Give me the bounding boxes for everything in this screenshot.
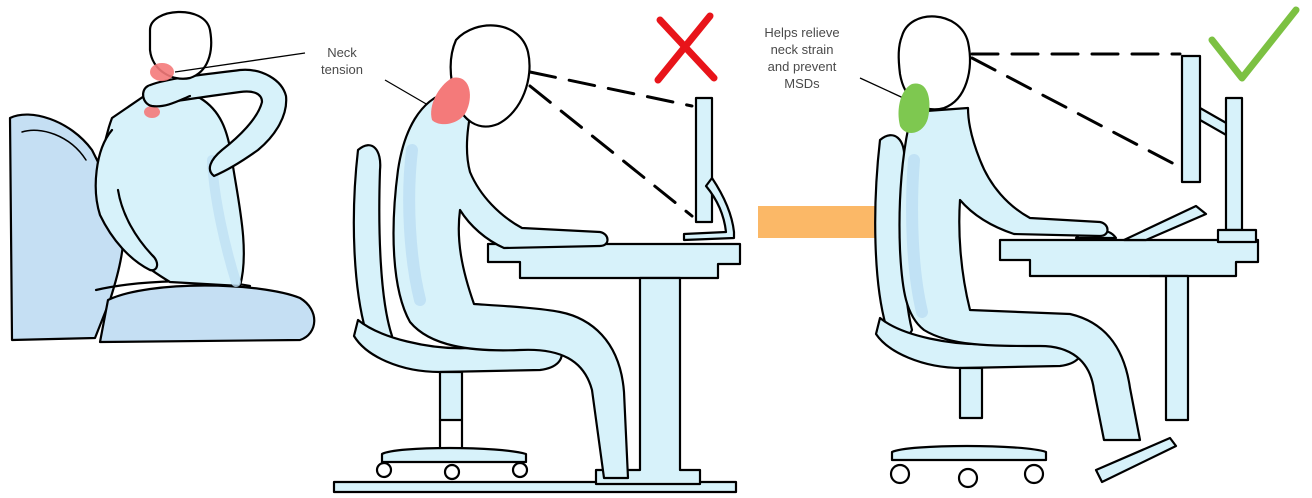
neck-tension-line-1: Neck	[312, 44, 372, 61]
neck-strain-spot-back	[150, 63, 174, 81]
desk-clamp-good	[1218, 230, 1256, 242]
chair-back-bad	[354, 145, 392, 342]
chair-wheel-good-2	[959, 469, 977, 487]
relief-label: Helps relieve neck strain and prevent MS…	[752, 24, 852, 92]
office-chair-seat	[100, 286, 314, 343]
panel-good-posture	[875, 16, 1258, 487]
relief-line-1: Helps relieve	[752, 24, 852, 41]
desk-top-good	[1000, 240, 1258, 276]
person-body-bad	[394, 92, 628, 478]
chair-wheel-bad-2	[445, 465, 459, 479]
panel-bad-posture	[334, 25, 740, 492]
chair-base-good	[892, 446, 1046, 460]
desk-leg-good	[1150, 276, 1188, 420]
monitor-arm-pole	[1226, 98, 1242, 230]
monitor-good	[1182, 56, 1200, 182]
person-torso-back	[102, 92, 244, 286]
sight-line-bad-1	[530, 72, 692, 106]
cross-icon	[658, 16, 714, 80]
chair-wheel-bad-1	[377, 463, 391, 477]
sight-line-good-2	[972, 58, 1178, 166]
neck-tension-label: Neck tension	[312, 44, 372, 78]
monitor-arm-good	[1200, 108, 1228, 136]
check-icon	[1212, 10, 1296, 78]
monitor-bad	[696, 98, 712, 222]
laptop-stand-good	[1124, 206, 1206, 240]
relief-line-4: MSDs	[752, 75, 852, 92]
sight-line-bad-2	[530, 86, 692, 216]
footrest-good	[1096, 438, 1176, 482]
chair-wheel-good-1	[891, 465, 909, 483]
chair-column-good	[960, 368, 982, 418]
relief-line-2: neck strain	[752, 41, 852, 58]
shoulder-strain-spot	[144, 106, 160, 118]
panel-neck-pain-back-view	[10, 12, 314, 342]
chair-wheel-bad-3	[513, 463, 527, 477]
relief-line-3: and prevent	[752, 58, 852, 75]
chair-column-bad	[440, 372, 462, 420]
desk-top-bad	[488, 244, 740, 278]
chair-wheel-good-3	[1025, 465, 1043, 483]
neck-tension-line-2: tension	[312, 61, 372, 78]
chair-base-bad	[382, 448, 526, 462]
